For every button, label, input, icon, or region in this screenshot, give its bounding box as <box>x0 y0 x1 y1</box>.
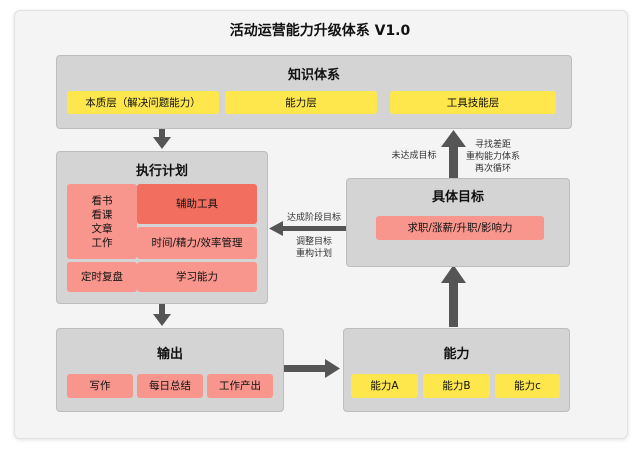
arrowhead-execution-to-output <box>153 314 171 326</box>
ability-panel: 能力 能力A 能力B 能力c <box>343 328 570 412</box>
study-source-work: 工作 <box>91 236 113 249</box>
ability-item-a: 能力A <box>351 374 418 398</box>
knowledge-item-essence: 本质层（解决问题能力） <box>67 91 219 114</box>
arrow-ability-to-goal <box>449 282 458 327</box>
knowledge-system-title: 知识体系 <box>287 68 340 83</box>
specific-goal-title: 具体目标 <box>431 190 484 205</box>
study-source-books: 看书 <box>91 194 113 207</box>
output-panel: 输出 写作 每日总结 工作产出 <box>56 328 284 412</box>
not-reached-goal-label: 未达成目标 <box>391 151 437 161</box>
diagram-title: 活动运营能力升级体系 V1.0 <box>229 23 411 39</box>
arrow-execution-to-output <box>159 303 165 315</box>
adjust-line-plan: 重构计划 <box>295 249 332 259</box>
ability-item-c: 能力c <box>495 374 560 398</box>
feedback-line-find-gap: 寻找差距 <box>474 140 511 150</box>
adjust-line-goal: 调整目标 <box>295 237 332 247</box>
specific-goal-panel: 具体目标 求职/涨薪/升职/影响力 <box>346 178 570 267</box>
study-source-courses: 看课 <box>91 208 113 221</box>
execution-plan-title: 执行计划 <box>135 164 188 179</box>
arrow-goal-to-execution <box>281 226 347 231</box>
feedback-loop-label: 寻找差距 重构能力体系 再次循环 <box>458 139 528 175</box>
arrowhead-goal-to-execution <box>269 221 283 236</box>
study-source-articles: 文章 <box>91 222 113 235</box>
feedback-line-rebuild: 重构能力体系 <box>465 152 520 162</box>
execution-plan-panel: 执行计划 看书 看课 文章 工作 辅助工具 时间/精力/效率管理 定时复盘 学习… <box>56 151 268 304</box>
arrowhead-goal-to-knowledge <box>441 130 466 147</box>
knowledge-item-tools: 工具技能层 <box>390 91 556 114</box>
ability-item-b: 能力B <box>423 374 490 398</box>
arrowhead-knowledge-to-execution <box>153 137 171 149</box>
adjust-plan-label: 调整目标 重构计划 <box>281 236 347 260</box>
stage-goal-label: 达成阶段目标 <box>286 213 341 223</box>
arrowhead-ability-to-goal <box>441 265 466 283</box>
arrow-goal-to-knowledge <box>449 146 458 179</box>
goal-item: 求职/涨薪/升职/影响力 <box>376 216 544 240</box>
learning-ability-box: 学习能力 <box>137 262 257 292</box>
knowledge-item-ability: 能力层 <box>225 91 377 114</box>
output-item-writing: 写作 <box>67 374 133 398</box>
output-item-work-output: 工作产出 <box>207 374 273 398</box>
study-sources-box: 看书 看课 文章 工作 <box>67 184 137 259</box>
feedback-line-loop: 再次循环 <box>474 164 511 174</box>
arrow-knowledge-to-execution <box>159 128 165 138</box>
output-title: 输出 <box>156 347 183 362</box>
arrow-output-to-ability <box>283 365 327 372</box>
regular-review-box: 定时复盘 <box>67 262 137 292</box>
output-item-daily-summary: 每日总结 <box>137 374 203 398</box>
ability-title: 能力 <box>443 347 470 362</box>
arrowhead-output-to-ability <box>325 359 340 378</box>
time-management-box: 时间/精力/效率管理 <box>137 227 257 259</box>
aux-tools-box: 辅助工具 <box>137 184 257 224</box>
knowledge-system-panel: 知识体系 本质层（解决问题能力） 能力层 工具技能层 <box>56 55 572 129</box>
